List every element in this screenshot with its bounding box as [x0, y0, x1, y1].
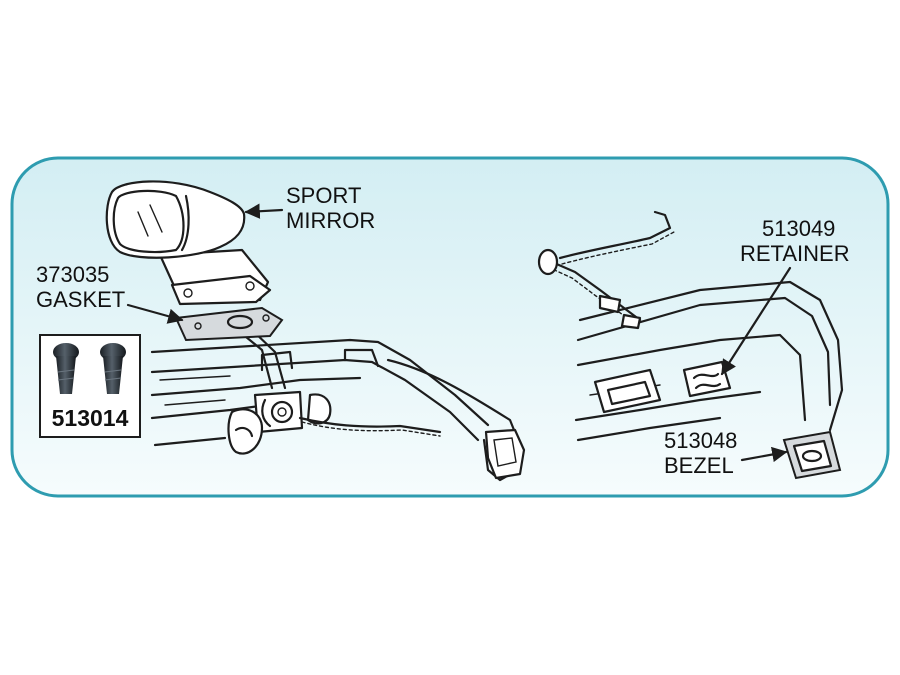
diagram-panel	[10, 156, 890, 498]
sport-mirror-illustration	[105, 180, 284, 342]
sport-mirror-label-1: SPORT	[286, 183, 361, 208]
retainer-arrow	[720, 266, 792, 376]
trunk-illustration	[537, 210, 844, 442]
sport-mirror-label-2: MIRROR	[286, 208, 375, 233]
screw-left	[53, 343, 79, 394]
retainer-label-1: 513049	[762, 216, 835, 241]
screw-part-number: 513014	[52, 405, 129, 431]
screw-inset: 513014	[39, 334, 141, 438]
gasket-label-2: GASKET	[36, 287, 125, 312]
callout-sport-mirror: SPORT MIRROR	[244, 183, 375, 233]
callout-gasket: 373035 GASKET	[36, 262, 184, 324]
bezel-illustration	[782, 430, 842, 480]
retainer-label-2: RETAINER	[740, 241, 850, 266]
bezel-label-2: BEZEL	[664, 453, 734, 478]
door-body-illustration	[150, 328, 526, 482]
gasket-label-1: 373035	[36, 262, 109, 287]
bezel-label-1: 513048	[664, 428, 737, 453]
screw-right	[100, 343, 126, 394]
callout-bezel: 513048 BEZEL	[664, 428, 788, 478]
callout-retainer: 513049 RETAINER	[720, 216, 850, 376]
bezel-arrow	[740, 446, 788, 463]
gasket-arrow	[126, 303, 184, 324]
sport-mirror-arrow	[244, 203, 284, 219]
